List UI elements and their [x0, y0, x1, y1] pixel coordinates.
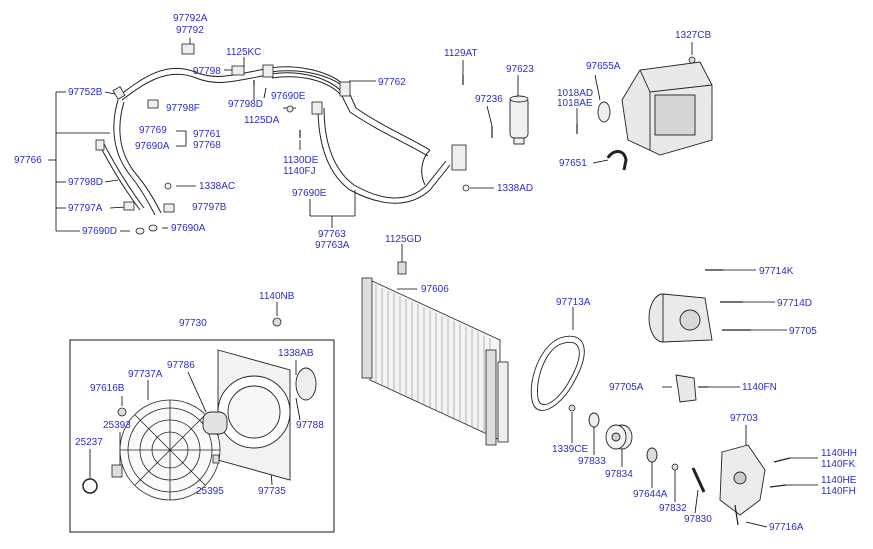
label-97690A-bot[interactable]: 97690A — [171, 223, 206, 234]
label-25395[interactable]: 25395 — [196, 486, 224, 497]
label-25237[interactable]: 25237 — [75, 437, 103, 448]
idler-pulley — [605, 424, 633, 450]
label-97769[interactable]: 97769 — [139, 125, 167, 136]
label-1339CE[interactable]: 1339CE — [552, 444, 589, 455]
label-97714K[interactable]: 97714K — [759, 266, 794, 277]
label-97763[interactable]: 97763 — [318, 229, 346, 240]
label-97798D-left[interactable]: 97798D — [68, 177, 104, 188]
label-1140HH[interactable]: 1140HH — [821, 448, 857, 459]
label-1140FJ[interactable]: 1140FJ — [283, 166, 316, 177]
label-1140FN[interactable]: 1140FN — [742, 382, 777, 393]
label-97798D-top[interactable]: 97798D — [228, 99, 264, 110]
label-97655A[interactable]: 97655A — [586, 61, 621, 72]
label-25393[interactable]: 25393 — [103, 420, 131, 431]
label-97792A[interactable]: 97792A — [173, 13, 208, 24]
label-97705[interactable]: 97705 — [789, 326, 817, 337]
label-97644A[interactable]: 97644A — [633, 489, 668, 500]
label-1327CB[interactable]: 1327CB — [675, 30, 712, 41]
label-97713A[interactable]: 97713A — [556, 297, 591, 308]
label-97735[interactable]: 97735 — [258, 486, 286, 497]
label-1140NB[interactable]: 1140NB — [259, 291, 295, 302]
label-97768[interactable]: 97768 — [193, 140, 221, 151]
label-97623[interactable]: 97623 — [506, 64, 534, 75]
evaporator-unit — [621, 61, 713, 156]
label-97690D[interactable]: 97690D — [82, 226, 118, 237]
fan-motor — [202, 411, 228, 435]
label-97763A[interactable]: 97763A — [315, 240, 350, 251]
tensioner-bracket — [719, 444, 766, 516]
label-97703[interactable]: 97703 — [730, 413, 758, 424]
label-97832[interactable]: 97832 — [659, 503, 687, 514]
label-97236[interactable]: 97236 — [475, 94, 503, 105]
label-1130DE[interactable]: 1130DE — [283, 155, 319, 166]
label-97690E-bot[interactable]: 97690E — [292, 188, 327, 199]
label-97730[interactable]: 97730 — [179, 318, 207, 329]
label-1125KC[interactable]: 1125KC — [226, 47, 262, 58]
label-97792[interactable]: 97792 — [176, 25, 204, 36]
compressor — [648, 293, 713, 343]
label-97834[interactable]: 97834 — [605, 469, 633, 480]
label-97788[interactable]: 97788 — [296, 420, 324, 431]
label-1129AT[interactable]: 1129AT — [444, 48, 478, 59]
label-97797A[interactable]: 97797A — [68, 203, 103, 214]
condenser — [361, 261, 509, 446]
fan-shroud — [217, 349, 291, 481]
label-97651[interactable]: 97651 — [559, 158, 587, 169]
label-97786[interactable]: 97786 — [167, 360, 195, 371]
label-1338AB[interactable]: 1338AB — [278, 348, 314, 359]
label-97752B[interactable]: 97752B — [68, 87, 103, 98]
hose-assembly — [99, 66, 451, 216]
label-97705A[interactable]: 97705A — [609, 382, 644, 393]
leader-97766-group — [48, 91, 168, 232]
label-97616B[interactable]: 97616B — [90, 383, 125, 394]
cooling-fan — [119, 399, 221, 501]
label-97766[interactable]: 97766 — [14, 155, 42, 166]
label-97690E-top[interactable]: 97690E — [271, 91, 306, 102]
label-1338AD[interactable]: 1338AD — [497, 183, 534, 194]
label-1018AD[interactable]: 1018AD — [557, 88, 594, 99]
label-1140FK[interactable]: 1140FK — [821, 459, 856, 470]
label-97606[interactable]: 97606 — [421, 284, 449, 295]
receiver-drier — [509, 95, 529, 145]
label-97761[interactable]: 97761 — [193, 129, 221, 140]
label-97714D[interactable]: 97714D — [777, 298, 813, 309]
label-1140HE[interactable]: 1140HE — [821, 475, 857, 486]
fan-group-frame — [69, 339, 335, 533]
label-97690A-mid[interactable]: 97690A — [135, 141, 170, 152]
label-1338AC[interactable]: 1338AC — [199, 181, 236, 192]
label-1125DA[interactable]: 1125DA — [244, 115, 280, 126]
label-1125GD[interactable]: 1125GD — [385, 234, 422, 245]
compressor-clutch — [675, 374, 697, 403]
label-97833[interactable]: 97833 — [578, 456, 606, 467]
label-97830[interactable]: 97830 — [684, 514, 712, 525]
label-1140FH[interactable]: 1140FH — [821, 486, 856, 497]
label-97798[interactable]: 97798 — [193, 66, 221, 77]
label-97762[interactable]: 97762 — [378, 77, 406, 88]
label-1018AE[interactable]: 1018AE — [557, 98, 593, 109]
label-97798F[interactable]: 97798F — [166, 103, 200, 114]
drive-belt — [530, 335, 585, 411]
label-97797B[interactable]: 97797B — [192, 202, 227, 213]
label-97716A[interactable]: 97716A — [769, 522, 804, 533]
label-97737A[interactable]: 97737A — [128, 369, 163, 380]
